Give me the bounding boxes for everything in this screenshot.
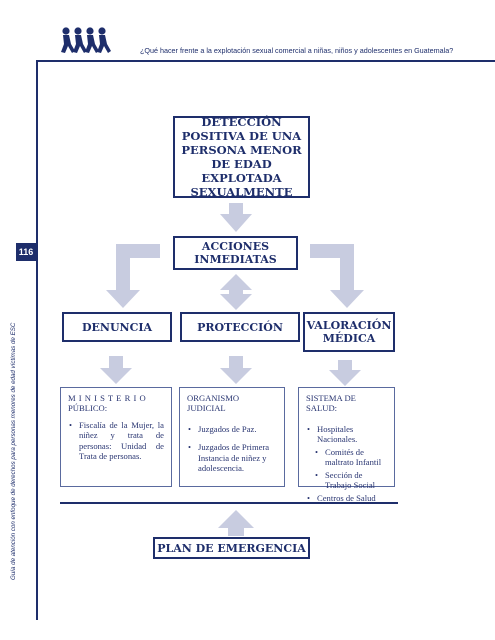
separator-rule: [60, 502, 398, 504]
acciones-line: INMEDIATAS: [194, 253, 277, 266]
denuncia-label: DENUNCIA: [81, 320, 153, 334]
list-sub-item: Sección de Trabajo Social: [315, 470, 387, 491]
arrow-down-proteccion: [220, 356, 252, 384]
arrow-elbow-right: [310, 244, 364, 308]
plan-label: PLAN DE EMERGENCIA: [157, 541, 306, 555]
arrow-up-plan: [218, 510, 254, 536]
list-item: Juzgados de Paz.: [188, 424, 277, 435]
header-rule: [36, 60, 495, 62]
header-title: ¿Qué hacer frente a la explotación sexua…: [140, 46, 454, 55]
detection-line: POSITIVA DE UNA: [181, 128, 302, 143]
denuncia-box: DENUNCIA: [62, 312, 172, 342]
detection-line: EXPLOTADA: [201, 171, 282, 186]
running-figures-logo: [61, 27, 111, 53]
arrow-elbow-left: [106, 244, 160, 308]
arrow-down-valoracion: [329, 360, 361, 386]
plan-box: PLAN DE EMERGENCIA: [153, 537, 310, 559]
proteccion-box: PROTECCIÓN: [180, 312, 300, 342]
ministerio-title: M I N I S T E R I O: [68, 393, 147, 403]
arrow-down-denuncia: [100, 356, 132, 384]
sidebar-rule: [36, 60, 38, 620]
list-item: Centros de Salud: [307, 493, 387, 504]
list-item: Juzgados de Primera Instancia de niñez y…: [188, 442, 277, 473]
list-item: Fiscalía de la Mujer, la niñez y trata d…: [69, 420, 164, 462]
salud-title: SISTEMA DE SALUD:: [306, 393, 356, 414]
arrow-double: [220, 274, 252, 310]
acciones-box: ACCIONES INMEDIATAS: [173, 236, 298, 270]
proteccion-label: PROTECCIÓN: [197, 320, 283, 334]
detection-box: DETECCIÓN POSITIVA DE UNA PERSONA MENOR …: [173, 114, 310, 200]
salud-box: SISTEMA DE SALUD: Hospitales Nacionales.…: [298, 387, 395, 504]
arrow-down-main: [220, 203, 252, 232]
organismo-title: ORGANISMO JUDICIAL: [187, 393, 240, 414]
detection-line: DE EDAD: [211, 157, 272, 171]
ministerio-box: M I N I S T E R I O PÚBLICO: Fiscalía de…: [60, 387, 172, 487]
ministerio-title-2: PÚBLICO:: [68, 403, 108, 414]
organismo-box: ORGANISMO JUDICIAL Juzgados de Paz. Juzg…: [179, 387, 285, 487]
acciones-line: ACCIONES: [201, 239, 270, 253]
valoracion-line: VALORACIÓN: [306, 318, 392, 332]
valoracion-box: VALORACIÓN MÉDICA: [303, 312, 395, 352]
list-sub-item: Comités de maltrato Infantil: [315, 447, 387, 468]
page-number: 116: [16, 243, 36, 261]
detection-line: SEXUALMENTE: [190, 185, 293, 200]
list-item: Hospitales Nacionales.: [307, 424, 387, 445]
valoracion-line: MÉDICA: [322, 332, 376, 345]
detection-line: DETECCIÓN: [201, 114, 282, 129]
detection-line: PERSONA MENOR: [181, 142, 302, 157]
